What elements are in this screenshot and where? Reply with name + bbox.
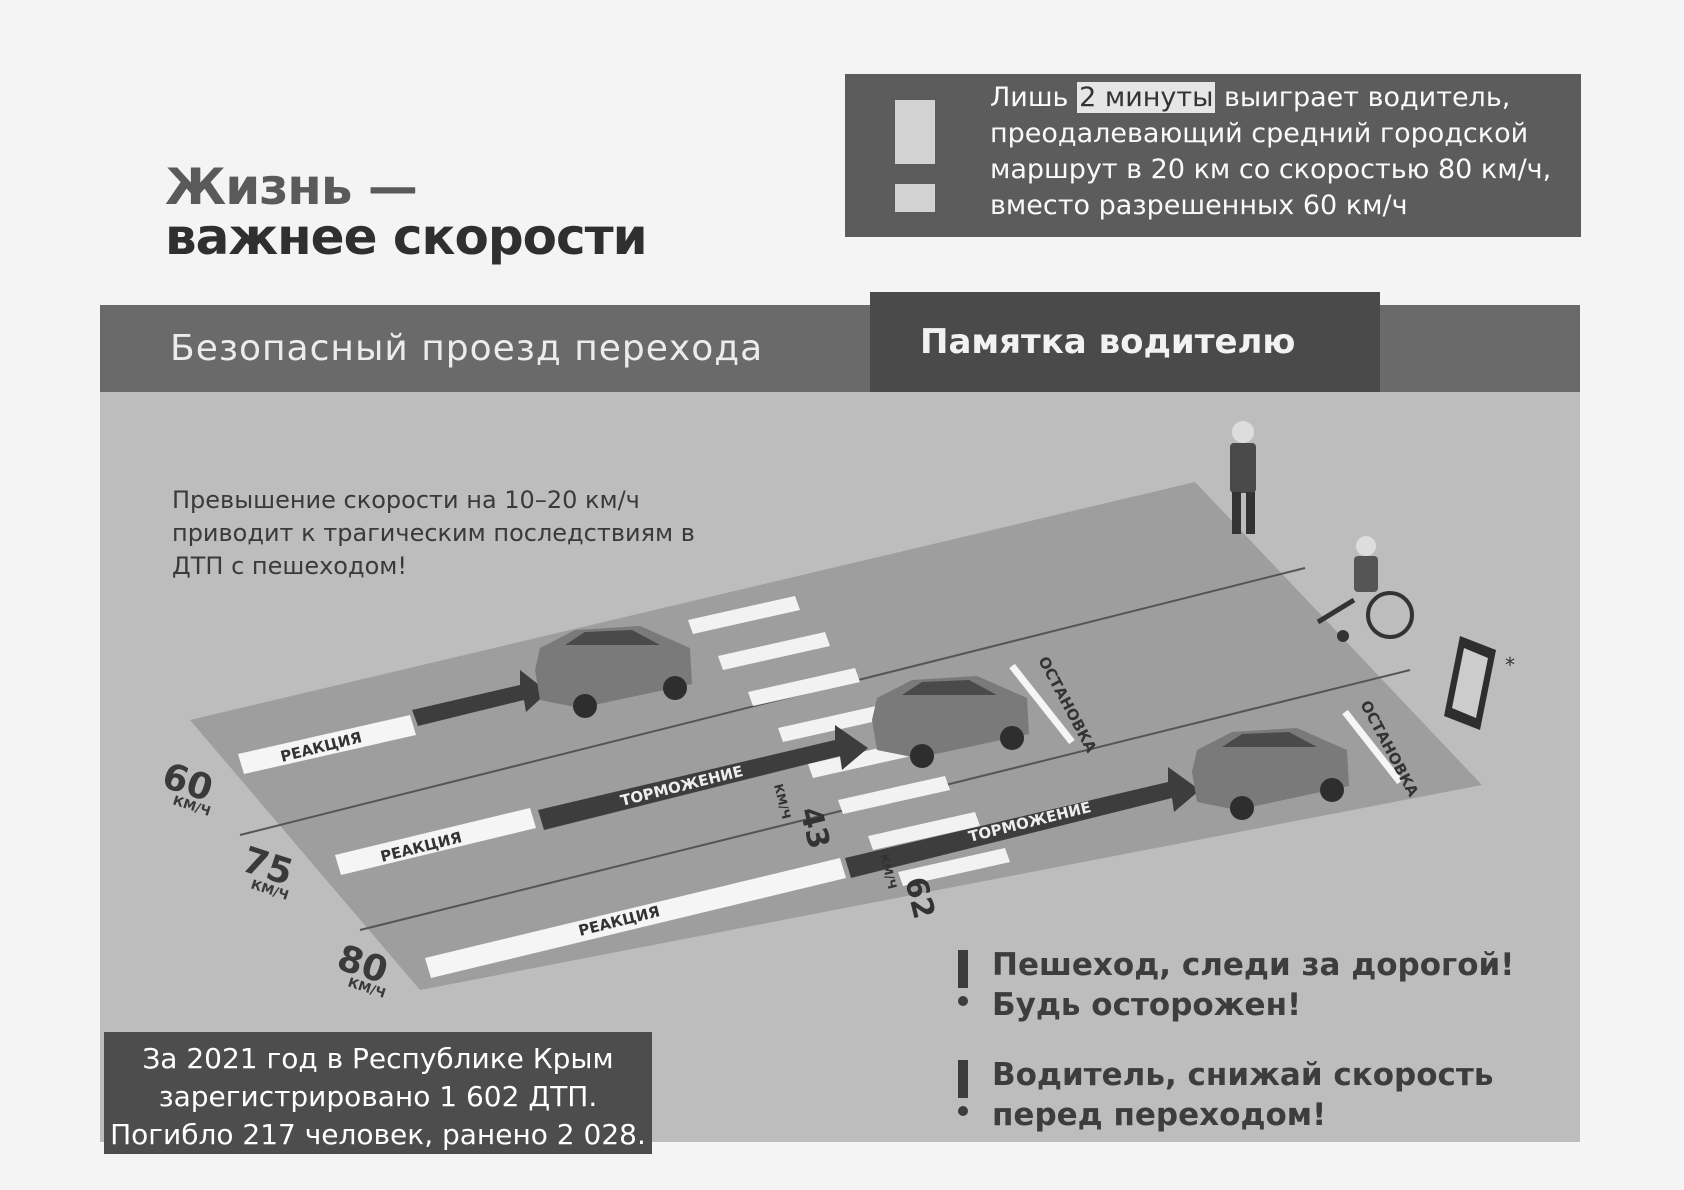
zebra-crossing [688,596,1010,886]
car-80 [1192,728,1349,820]
stats-box: За 2021 год в Республике Крым зарегистри… [104,1032,652,1154]
info-prefix: Лишь [990,82,1078,113]
info-highlight: 2 минуты [1077,82,1216,113]
stop-line-80 [1342,709,1403,785]
reaction-bar-60 [238,715,416,774]
car-60 [535,626,692,718]
stats-line-1: За 2021 год в Республике Крым [142,1042,614,1075]
info-rest: выиграет водитель, преодалевающий средни… [990,82,1552,221]
subtitle: Безопасный проезд перехода [170,328,764,369]
pedestrian-message-line-2: Будь осторожен! [992,987,1302,1023]
car-75 [872,676,1029,768]
reaction-bar-80 [425,858,846,978]
stop-line-75 [1009,663,1075,745]
memo-box: Памятка водителю [870,292,1380,400]
stats-line-3: Погибло 217 человек, ранено 2 028. [110,1118,646,1151]
speeding-warning: Превышение скорости на 10–20 км/ч привод… [172,486,695,580]
memorial-portrait [1444,636,1496,730]
exclamation-dot-icon [895,184,935,212]
memo-title: Памятка водителю [920,322,1296,362]
reaction-bar-75 [335,808,536,875]
wheelchair-user-figure [1316,536,1414,642]
stats-line-2: зарегистрировано 1 602 ДТП. [158,1080,598,1113]
title-line-1: Жизнь — [165,158,418,216]
pedestrian-figure [1230,421,1256,534]
braking-bar-75 [538,725,868,830]
title-line-2: важнее скорости [165,208,648,266]
arrow-60 [412,670,548,726]
asterisk: * [1505,653,1515,677]
exclamation-icon [895,100,935,164]
pedestrian-message-line-1: Пешеход, следи за дорогой! [992,947,1515,983]
driver-message-line-2: перед переходом! [992,1097,1327,1133]
info-text: Лишь 2 минуты выиграет водитель, преодал… [990,80,1570,224]
braking-bar-80 [845,767,1200,878]
pedestrian-message: Пешеход, следи за дорогой! Будь остороже… [992,945,1514,1025]
driver-message-line-1: Водитель, снижай скорость [992,1057,1494,1093]
driver-message: Водитель, снижай скорость перед переходо… [992,1055,1494,1135]
